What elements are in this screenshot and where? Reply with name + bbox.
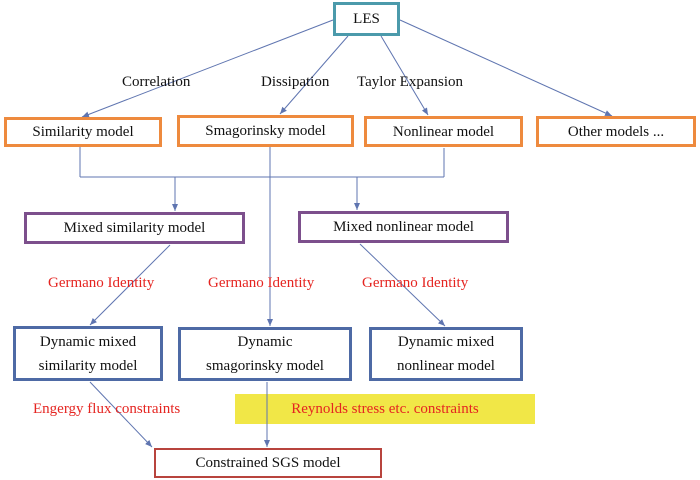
mixed-similarity-node: Mixed similarity model [24, 212, 245, 244]
edge-mixednl-dynamic [359, 243, 446, 327]
germano-label-2: Germano Identity [208, 275, 315, 291]
reynolds-constraint-label: Reynolds stress etc. constraints [291, 400, 479, 417]
edge-les-similarity [81, 19, 334, 118]
edge-les-smagorinsky [279, 35, 349, 115]
mixed-nonlinear-label: Mixed nonlinear model [333, 219, 474, 235]
dynamic-similarity-line1: Dynamic mixed [39, 333, 137, 350]
germano-label-3: Germano Identity [362, 275, 469, 291]
dynamic-nonlinear-line2: nonlinear model [397, 358, 495, 374]
other-models-label: Other models ... [567, 123, 665, 140]
edge-les-nonlinear [380, 35, 429, 116]
dynamic-smagorinsky-line2: smagorinsky model [206, 358, 324, 374]
les-label: LES [353, 11, 380, 27]
other-models-node: Other models ... [536, 116, 696, 147]
mixed-nonlinear-node: Mixed nonlinear model [298, 211, 509, 243]
dynamic-mixed-nonlinear-node: Dynamic mixed nonlinear model [369, 327, 523, 381]
dynamic-similarity-line2: similarity model [38, 357, 138, 374]
constrained-sgs-label: Constrained SGS model [195, 455, 341, 471]
edge-dynsim-final [89, 381, 153, 448]
similarity-model-label: Similarity model [32, 124, 134, 140]
dynamic-nonlinear-line1: Dynamic mixed [397, 334, 495, 350]
edge-les-other [399, 19, 613, 117]
edge-label-dissipation: Dissipation [261, 74, 330, 90]
mixed-similarity-label: Mixed similarity model [63, 220, 206, 236]
dynamic-mixed-similarity-node: Dynamic mixed similarity model [13, 326, 163, 381]
reynolds-constraint-highlight: Reynolds stress etc. constraints [235, 394, 535, 424]
edge-mixedsim-dynamic [89, 244, 171, 326]
edge-label-correlation: Correlation [122, 74, 191, 90]
smagorinsky-model-label: Smagorinsky model [205, 123, 326, 139]
smagorinsky-model-node: Smagorinsky model [177, 115, 354, 147]
nonlinear-model-node: Nonlinear model [364, 116, 523, 147]
edge-label-taylor: Taylor Expansion [357, 74, 464, 90]
dynamic-smagorinsky-node: Dynamic smagorinsky model [178, 327, 352, 381]
germano-label-1: Germano Identity [48, 275, 155, 291]
les-node: LES [333, 2, 400, 36]
energy-flux-constraint-label: Engergy flux constraints [33, 401, 181, 417]
similarity-model-node: Similarity model [4, 117, 162, 147]
dynamic-smagorinsky-line1: Dynamic [237, 334, 293, 350]
constrained-sgs-node: Constrained SGS model [154, 448, 382, 478]
nonlinear-model-label: Nonlinear model [392, 123, 495, 140]
